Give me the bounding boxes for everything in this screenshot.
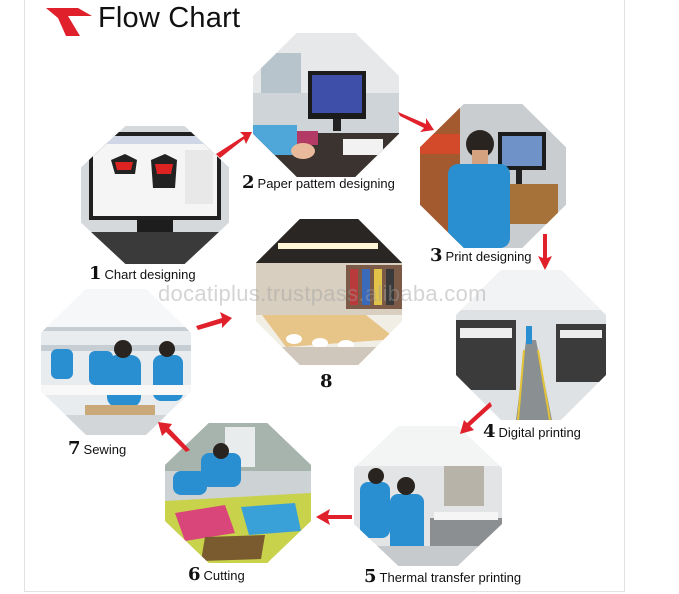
step-number: 4 (483, 421, 496, 442)
step-number: 1 (89, 263, 102, 284)
step-4-label: 4 Digital printing (483, 421, 581, 442)
step-text: Thermal transfer printing (379, 570, 522, 585)
step-2-label: 2 Paper pattem designing (242, 172, 395, 193)
arrow-3-to-4-icon (538, 234, 552, 270)
page-frame (24, 0, 625, 592)
photo-print-designing (420, 104, 566, 248)
step-6-label: 6 Cutting (188, 564, 245, 585)
step-5-label: 5 Thermal transfer printing (364, 566, 521, 587)
arrow-4-to-5-icon (460, 402, 492, 434)
arrow-6-to-7-icon (158, 422, 190, 452)
watermark-text: docatiplus.trustpass.alibaba.com (158, 281, 487, 306)
step-number: 6 (188, 564, 201, 585)
arrow-2-to-3-icon (398, 112, 434, 132)
step-text: Sewing (83, 442, 127, 457)
step-text: Paper pattem designing (257, 176, 395, 191)
photo-digital-printing (456, 270, 606, 420)
photo-thermal-transfer-printing (354, 426, 502, 566)
step-number: 3 (430, 245, 443, 266)
step-1-label: 1 Chart designing (89, 263, 196, 284)
photo-paper-pattern-designing (253, 33, 399, 177)
page-title: Flow Chart (98, 2, 241, 34)
step-number: 5 (364, 566, 377, 587)
step-text: Digital printing (498, 425, 581, 440)
step-number: 2 (242, 172, 255, 193)
step-text: Print designing (445, 249, 532, 264)
step-3-label: 3 Print designing (430, 245, 532, 266)
step-text: Cutting (203, 568, 245, 583)
arrow-7-to-8-icon (196, 312, 232, 330)
brand-logo-icon (46, 8, 92, 36)
arrow-1-to-2-icon (216, 132, 252, 158)
step-number: 7 (68, 438, 81, 459)
photo-showroom (256, 219, 402, 365)
step-8-number: 8 (320, 371, 333, 392)
photo-chart-designing (81, 126, 229, 264)
step-7-label: 7 Sewing (68, 438, 126, 459)
step-text: Chart designing (104, 267, 196, 282)
arrow-5-to-6-icon (316, 509, 352, 525)
